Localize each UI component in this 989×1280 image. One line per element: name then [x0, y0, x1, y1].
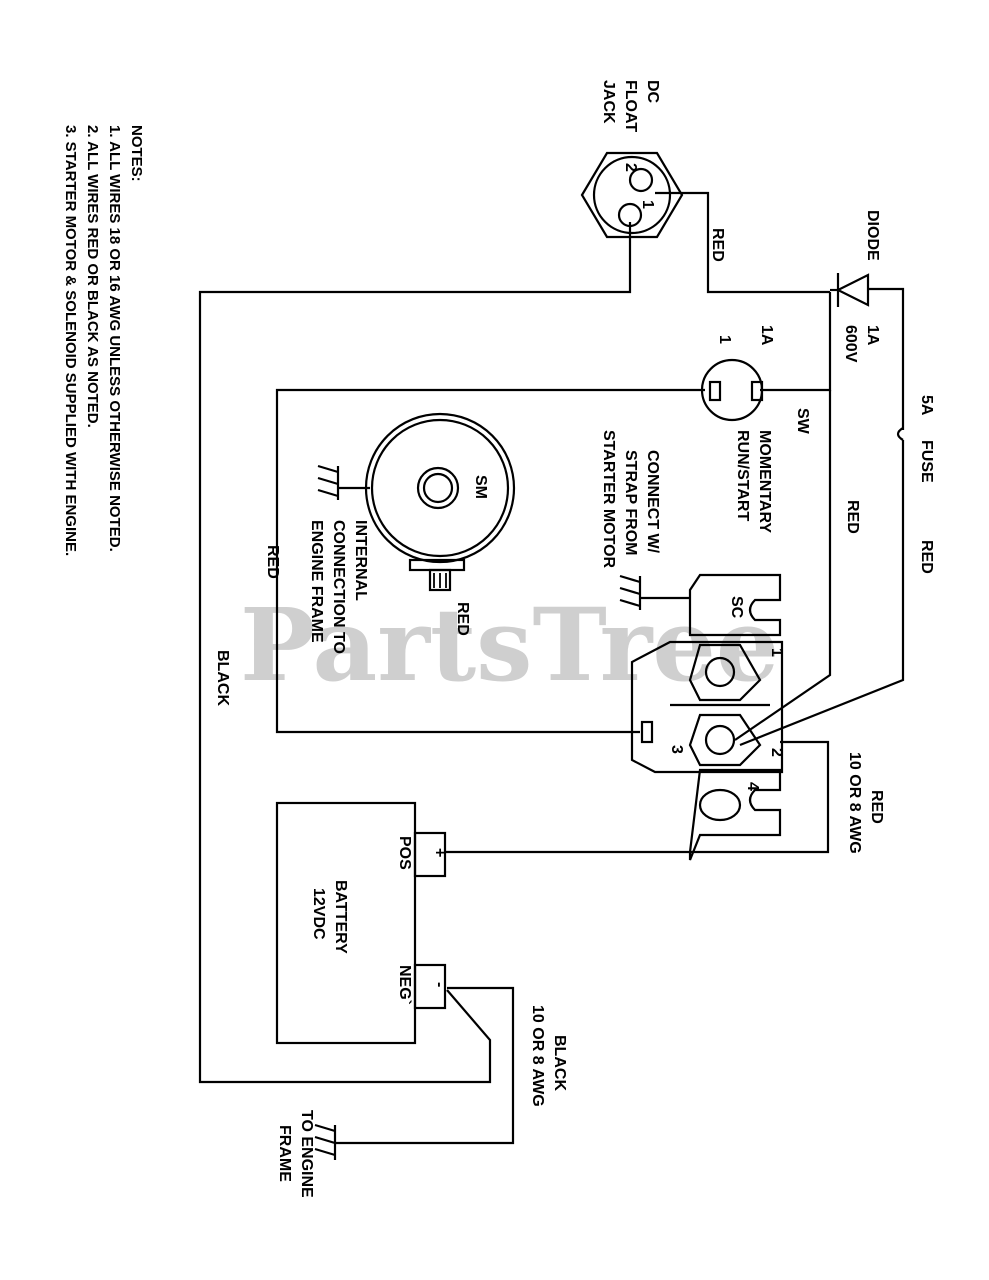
battery-pos-label: POS — [396, 836, 413, 870]
wire-label-pos-red: RED — [868, 790, 885, 824]
solenoid-t1: 1 — [768, 648, 785, 657]
internal-label2: CONNECTION TO — [330, 520, 347, 654]
ground-symbol-sm — [317, 464, 340, 500]
fuse-symbol — [896, 427, 904, 441]
switch-pin: 1 — [716, 335, 733, 344]
wire-label-motor-red: RED — [264, 545, 281, 579]
wire-neg-black — [335, 986, 515, 1145]
internal-label1: INTERNAL — [352, 520, 369, 601]
solenoid-t2: 2 — [768, 748, 785, 757]
dc-float-jack — [580, 151, 684, 239]
wire-label-neg-black: BLACK — [551, 1035, 568, 1091]
wire-label-fuse-red: RED — [918, 540, 935, 574]
ground-symbol-sc — [619, 574, 642, 610]
diode-rating2: 600V — [842, 325, 859, 363]
wire-label-switch-red: RED — [844, 500, 861, 534]
wire-switch-red — [734, 390, 832, 741]
wire-diode-fuse — [868, 287, 905, 430]
wire-fuse-red — [739, 440, 905, 747]
ground-symbol-frame — [314, 1123, 337, 1160]
strap-label1: CONNECT W/ — [644, 450, 661, 554]
note-1: 1. ALL WIRES 18 OR 16 AWG UNLESS OTHERWI… — [106, 125, 123, 552]
diode-rating1: 1A — [864, 325, 881, 346]
wire-label-main-black: BLACK — [214, 650, 231, 706]
wire-motor-red — [275, 388, 705, 734]
jack-label-line1: DC — [644, 80, 661, 104]
note-2: 2. ALL WIRES RED OR BLACK AS NOTED. — [84, 125, 101, 428]
solenoid-t4: 4 — [744, 782, 761, 791]
wire-main-black — [198, 222, 632, 1084]
switch-id: SW — [794, 408, 811, 435]
jack-pin2-label: 2 — [622, 163, 639, 172]
switch-desc2: RUN/START — [734, 430, 751, 521]
fuse-rating: 5A — [918, 395, 935, 416]
battery-neg-terminal — [413, 963, 447, 1010]
starter-motor — [364, 412, 516, 592]
fuse-label: FUSE — [918, 440, 935, 483]
switch-rating: 1A — [758, 325, 775, 346]
switch-desc1: MOMENTARY — [756, 430, 773, 533]
solenoid-t3: 3 — [668, 745, 685, 754]
wire-label-pos-gauge: 10 OR 8 AWG — [846, 752, 863, 854]
battery-plus: + — [431, 848, 448, 857]
wire-label-neg-gauge: 10 OR 8 AWG — [529, 1005, 546, 1107]
diode-label: DIODE — [864, 210, 881, 261]
diode-symbol — [830, 273, 870, 307]
jack-label-line2: FLOAT — [622, 80, 639, 132]
strap-label2: STRAP FROM — [622, 450, 639, 555]
battery-pos-terminal — [413, 831, 447, 878]
jack-pin2 — [628, 167, 654, 193]
note-3: 3. STARTER MOTOR & SOLENOID SUPPLIED WIT… — [62, 125, 79, 556]
wire-jack-red — [655, 191, 830, 294]
solenoid — [630, 573, 784, 861]
jack-label-line3: JACK — [600, 80, 617, 124]
battery-label1: BATTERY — [332, 880, 349, 954]
solenoid-id: SC — [728, 596, 745, 619]
jack-pin1 — [617, 202, 643, 228]
ground-label2: FRAME — [276, 1125, 293, 1182]
internal-label3: ENGINE FRAME — [308, 520, 325, 643]
notes-title: NOTES: — [128, 125, 145, 182]
battery-minus: - — [431, 982, 448, 987]
strap-label3: STARTER MOTOR — [600, 430, 617, 569]
battery-neg-label: NEG` — [396, 965, 413, 1005]
wire-pos-red — [445, 740, 830, 854]
ground-label1: TO ENGINE — [298, 1110, 315, 1198]
jack-pin1-label: 1 — [639, 200, 656, 209]
battery-label2: 12VDC — [310, 888, 327, 940]
switch-symbol — [700, 358, 764, 422]
sm-terminal-red: RED — [454, 602, 471, 636]
battery — [275, 801, 447, 1045]
wire-label-jack-red: RED — [709, 228, 726, 262]
starter-motor-id: SM — [472, 475, 489, 499]
